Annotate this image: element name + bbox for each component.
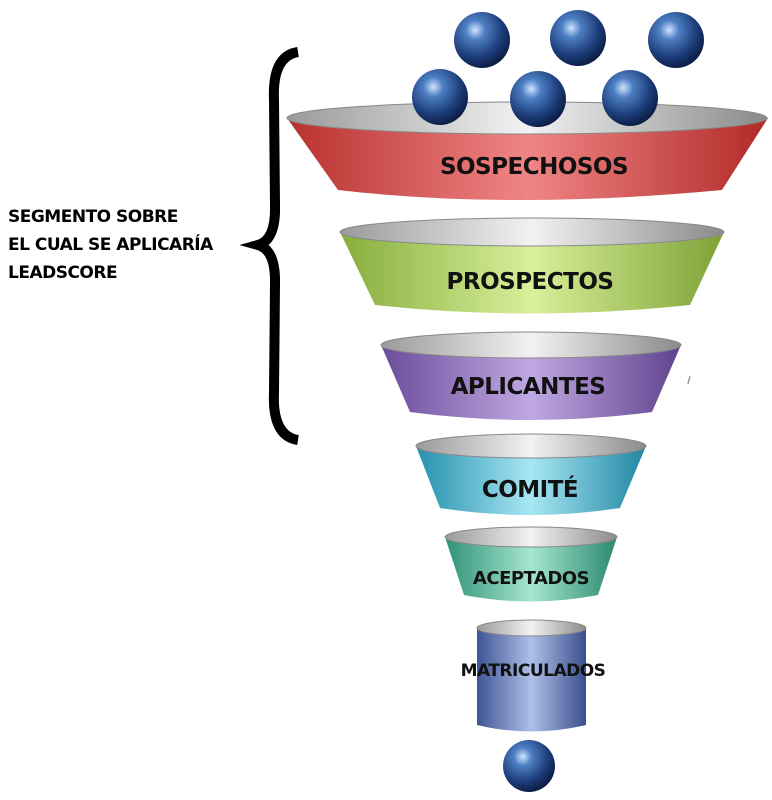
sphere-icon <box>550 10 606 66</box>
stage-label-aceptados: ACEPTADOS <box>473 568 589 589</box>
funnel-stage-aceptados <box>444 526 618 602</box>
annotation-line: LEADSCORE <box>8 263 118 283</box>
sphere-icon <box>602 70 658 126</box>
sphere-icon <box>510 71 566 127</box>
stage-label-aplicantes: APLICANTES <box>451 374 606 400</box>
funnel-stage-prospectos <box>339 217 725 314</box>
stray-mark <box>687 375 691 385</box>
sphere-icon <box>503 740 555 792</box>
leadscore-annotation: SEGMENTO SOBRE EL CUAL SE APLICARÍA LEAD… <box>8 203 258 287</box>
sphere-icon <box>454 12 510 68</box>
annotation-line: SEGMENTO SOBRE <box>8 207 178 227</box>
sphere-icon <box>412 69 468 125</box>
funnel-stage-matriculados <box>476 619 587 732</box>
funnel-stage-aplicantes <box>380 331 682 420</box>
sphere-icon <box>648 12 704 68</box>
curly-brace-icon <box>239 47 300 445</box>
annotation-line: EL CUAL SE APLICARÍA <box>8 235 213 255</box>
funnel-stage-comite <box>415 433 647 515</box>
stage-label-sospechosos: SOSPECHOSOS <box>440 154 628 180</box>
stage-label-matriculados: MATRICULADOS <box>461 661 606 681</box>
stage-label-prospectos: PROSPECTOS <box>447 269 614 295</box>
stage-label-comite: COMITÉ <box>482 475 578 503</box>
